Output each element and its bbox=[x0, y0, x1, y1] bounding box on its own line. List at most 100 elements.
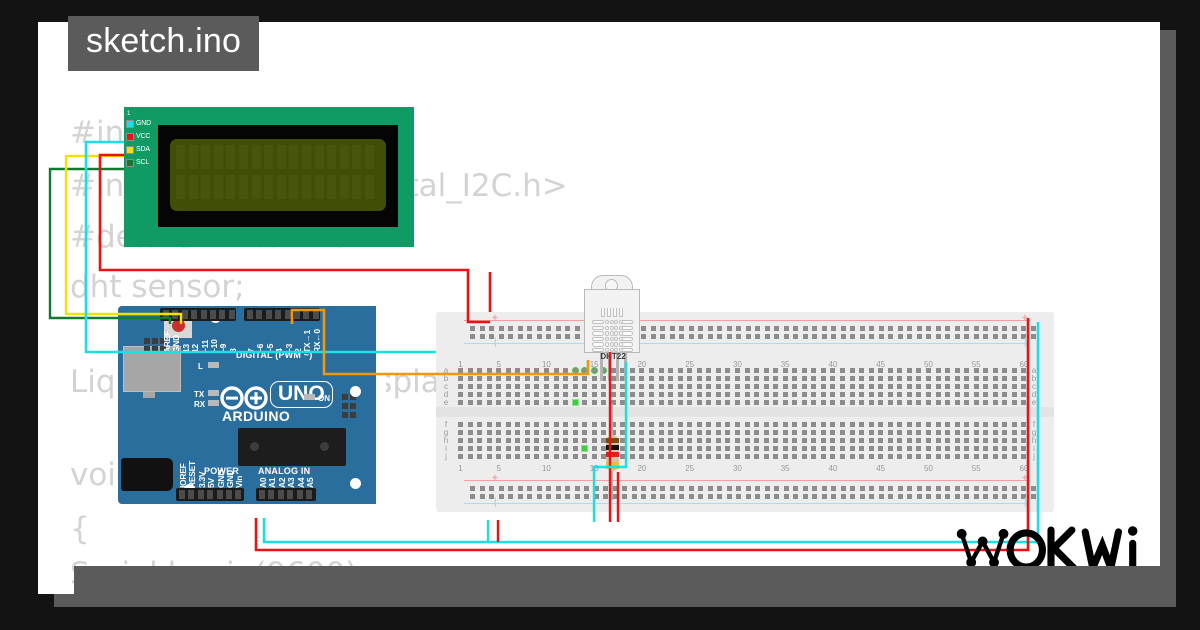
breadboard-hole[interactable] bbox=[553, 384, 559, 389]
breadboard-hole[interactable] bbox=[820, 430, 826, 435]
breadboard-hole[interactable] bbox=[527, 486, 533, 491]
breadboard-hole[interactable] bbox=[467, 392, 473, 397]
breadboard-hole[interactable] bbox=[467, 438, 473, 443]
power-header[interactable] bbox=[176, 488, 244, 501]
breadboard-hole[interactable] bbox=[574, 494, 580, 499]
breadboard-hole[interactable] bbox=[906, 376, 912, 381]
breadboard-hole[interactable] bbox=[859, 454, 865, 459]
header-socket[interactable] bbox=[228, 310, 235, 319]
breadboard-hole[interactable] bbox=[582, 384, 588, 389]
breadboard-hole[interactable] bbox=[725, 438, 731, 443]
breadboard-hole[interactable] bbox=[802, 486, 808, 491]
breadboard-hole-connected[interactable] bbox=[571, 367, 579, 374]
breadboard-hole[interactable] bbox=[802, 326, 808, 331]
breadboard-hole[interactable] bbox=[505, 368, 511, 373]
breadboard-hole[interactable] bbox=[467, 454, 473, 459]
breadboard-hole[interactable] bbox=[696, 454, 702, 459]
breadboard-hole[interactable] bbox=[801, 400, 807, 405]
breadboard-hole[interactable] bbox=[916, 446, 922, 451]
breadboard-hole[interactable] bbox=[773, 400, 779, 405]
header-socket[interactable] bbox=[235, 490, 242, 499]
breadboard-hole[interactable] bbox=[1021, 422, 1027, 427]
breadboard-hole[interactable] bbox=[954, 446, 960, 451]
breadboard-hole[interactable] bbox=[660, 494, 665, 499]
header-socket[interactable] bbox=[259, 490, 265, 499]
breadboard-hole[interactable] bbox=[687, 454, 693, 459]
breadboard-hole[interactable] bbox=[907, 326, 913, 331]
breadboard-hole[interactable] bbox=[964, 454, 970, 459]
breadboard-hole[interactable] bbox=[964, 494, 970, 499]
breadboard-hole[interactable] bbox=[878, 392, 884, 397]
breadboard-hole[interactable] bbox=[620, 384, 626, 389]
breadboard-hole[interactable] bbox=[524, 376, 530, 381]
breadboard-hole[interactable] bbox=[508, 326, 514, 331]
breadboard-hole[interactable] bbox=[534, 438, 540, 443]
breadboard-hole[interactable] bbox=[945, 392, 951, 397]
breadboard-hole[interactable] bbox=[515, 392, 521, 397]
file-tab-sketch-ino[interactable]: sketch.ino bbox=[68, 16, 260, 72]
breadboard-hole[interactable] bbox=[687, 400, 693, 405]
breadboard-hole[interactable] bbox=[840, 376, 845, 381]
breadboard-hole[interactable] bbox=[992, 486, 998, 491]
breadboard-hole[interactable] bbox=[467, 400, 473, 405]
breadboard-hole[interactable] bbox=[916, 438, 922, 443]
breadboard-hole[interactable] bbox=[897, 430, 903, 435]
breadboard-hole[interactable] bbox=[868, 392, 874, 397]
breadboard-hole[interactable] bbox=[486, 400, 492, 405]
breadboard-hole[interactable] bbox=[527, 334, 533, 339]
breadboard-hole[interactable] bbox=[774, 494, 780, 499]
breadboard-hole[interactable] bbox=[878, 486, 884, 491]
breadboard-hole[interactable] bbox=[916, 400, 922, 405]
breadboard-hole[interactable] bbox=[964, 392, 970, 397]
breadboard-hole[interactable] bbox=[755, 334, 760, 339]
breadboard-hole[interactable] bbox=[572, 430, 578, 435]
breadboard-hole[interactable] bbox=[677, 422, 683, 427]
breadboard-hole[interactable] bbox=[591, 384, 597, 389]
breadboard-hole[interactable] bbox=[859, 438, 865, 443]
breadboard-hole[interactable] bbox=[486, 392, 492, 397]
breadboard-hole[interactable] bbox=[783, 494, 789, 499]
breadboard-hole[interactable] bbox=[916, 384, 922, 389]
breadboard-hole[interactable] bbox=[926, 334, 932, 339]
breadboard-hole-connected[interactable] bbox=[572, 400, 578, 405]
breadboard-hole[interactable] bbox=[470, 494, 475, 499]
breadboard-hole[interactable] bbox=[859, 334, 865, 339]
breadboard-hole[interactable] bbox=[925, 392, 931, 397]
breadboard-hole[interactable] bbox=[782, 392, 788, 397]
breadboard-hole[interactable] bbox=[736, 494, 742, 499]
header-socket[interactable] bbox=[181, 310, 188, 319]
breadboard-hole[interactable] bbox=[773, 430, 779, 435]
breadboard-hole[interactable] bbox=[840, 486, 846, 491]
header-socket[interactable] bbox=[287, 490, 294, 499]
breadboard-hole[interactable] bbox=[812, 486, 818, 491]
breadboard-hole[interactable] bbox=[620, 454, 626, 459]
breadboard-hole[interactable] bbox=[1002, 422, 1008, 427]
breadboard-hole[interactable] bbox=[679, 334, 685, 339]
breadboard-hole[interactable] bbox=[658, 438, 664, 443]
breadboard-hole[interactable] bbox=[916, 430, 922, 435]
breadboard-hole[interactable] bbox=[887, 438, 893, 443]
breadboard-hole[interactable] bbox=[639, 430, 645, 435]
breadboard-hole[interactable] bbox=[763, 368, 769, 373]
breadboard-hole[interactable] bbox=[773, 376, 779, 381]
breadboard-hole[interactable] bbox=[1011, 376, 1017, 381]
breadboard-hole[interactable] bbox=[754, 438, 760, 443]
breadboard-hole[interactable] bbox=[515, 430, 521, 435]
breadboard-hole[interactable] bbox=[935, 368, 941, 373]
breadboard-hole[interactable] bbox=[584, 494, 590, 499]
breadboard-hole[interactable] bbox=[1002, 392, 1008, 397]
breadboard-hole[interactable] bbox=[763, 454, 769, 459]
breadboard-hole[interactable] bbox=[954, 486, 960, 491]
breadboard-hole[interactable] bbox=[479, 326, 485, 331]
breadboard-hole[interactable] bbox=[574, 486, 580, 491]
breadboard-hole[interactable] bbox=[983, 454, 989, 459]
breadboard-hole[interactable] bbox=[536, 494, 542, 499]
breadboard-hole[interactable] bbox=[715, 368, 721, 373]
breadboard-hole[interactable] bbox=[869, 334, 875, 339]
breadboard-hole[interactable] bbox=[945, 446, 951, 451]
breadboard-hole[interactable] bbox=[458, 438, 463, 443]
breadboard-hole[interactable] bbox=[897, 494, 903, 499]
breadboard-hole[interactable] bbox=[916, 422, 922, 427]
breadboard-hole[interactable] bbox=[706, 430, 712, 435]
breadboard-hole[interactable] bbox=[477, 376, 483, 381]
